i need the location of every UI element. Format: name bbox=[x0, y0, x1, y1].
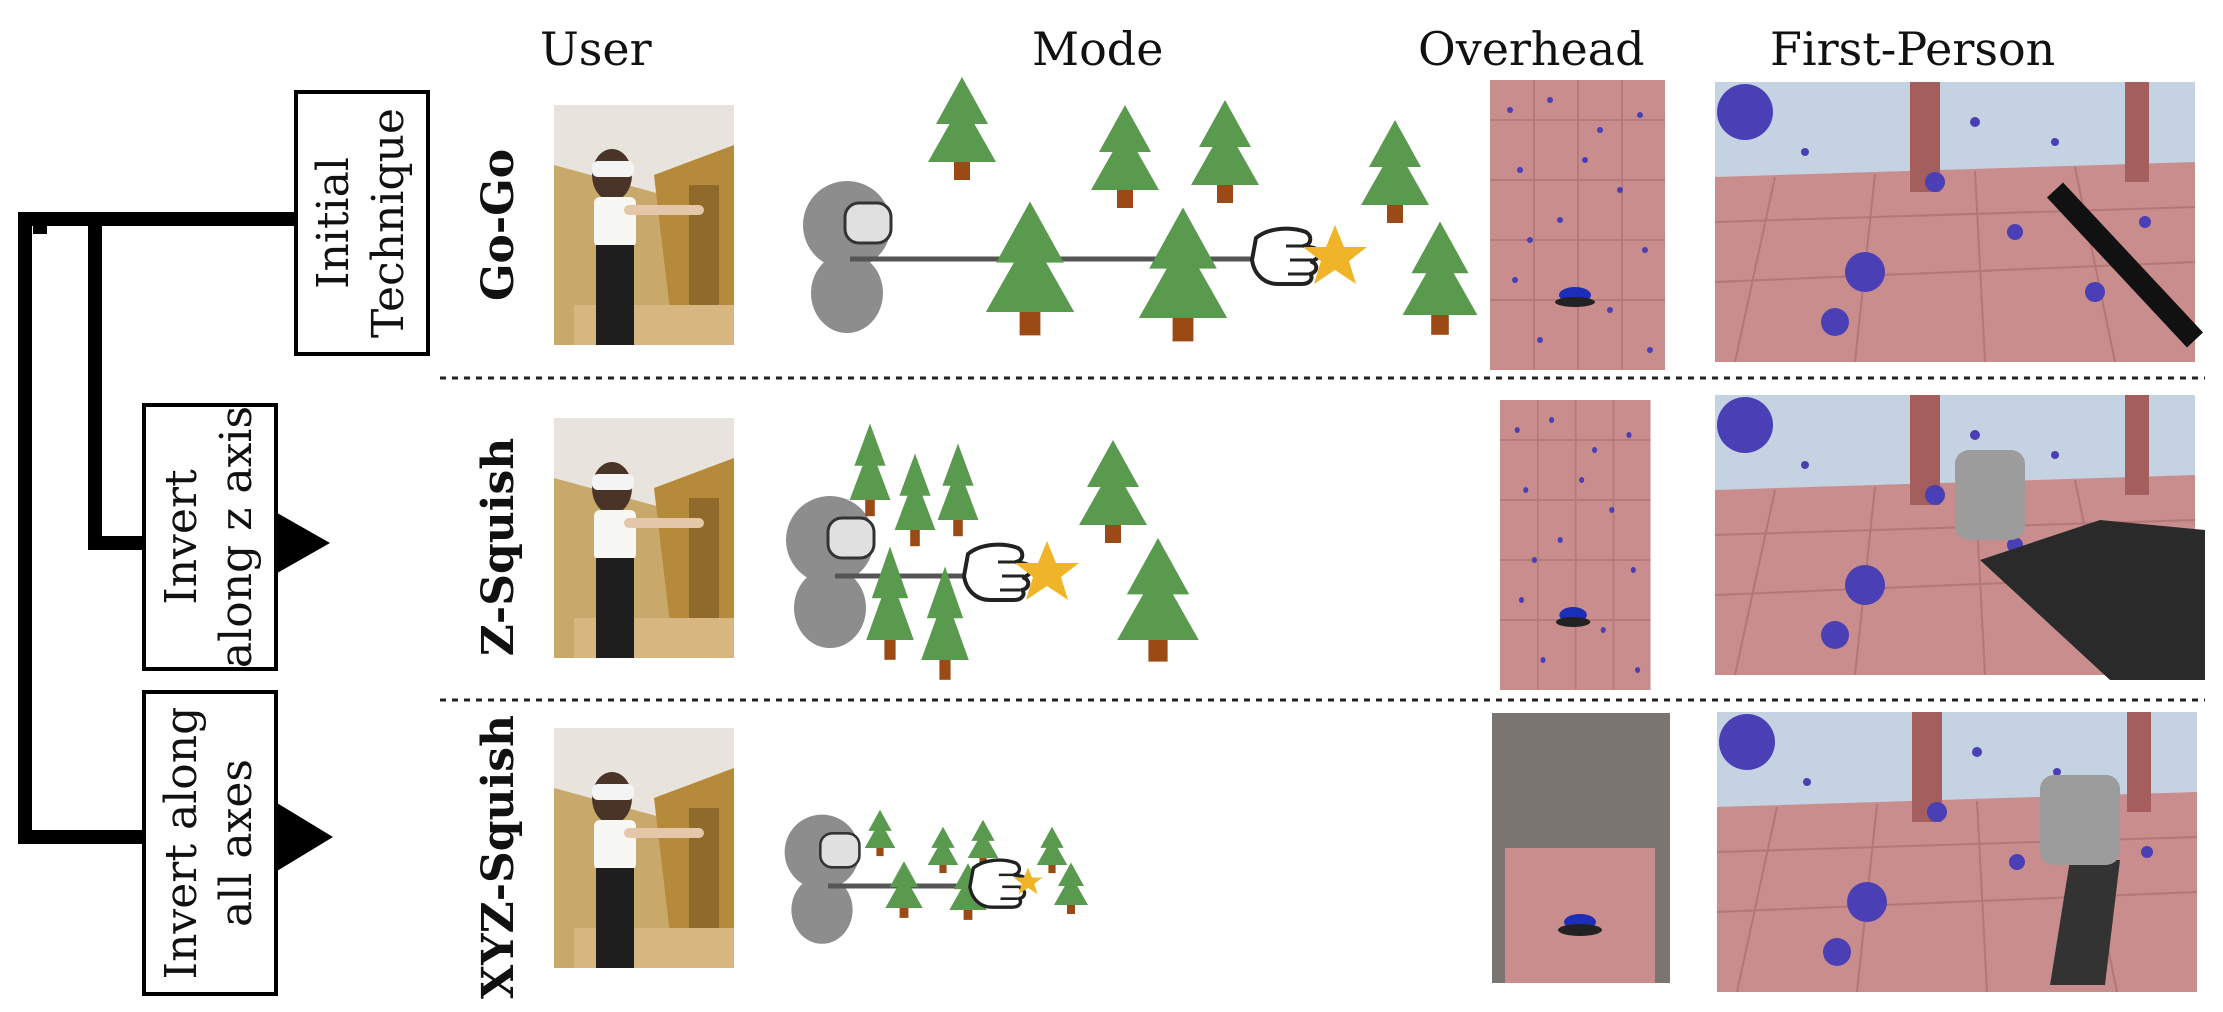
mode-label-xyz-squish: XYZ-Squish bbox=[473, 715, 524, 999]
mode-illustration-go-go bbox=[801, 77, 1478, 342]
mode-label-z-squish: Z-Squish bbox=[473, 438, 524, 656]
invert-z-box bbox=[142, 403, 278, 671]
user-photo-go-go bbox=[554, 105, 734, 345]
invert-all-label-2: all axes bbox=[211, 759, 262, 927]
initial-technique-box bbox=[294, 90, 430, 356]
user-photo-z-squish bbox=[554, 418, 734, 658]
initial-technique-label: Initial bbox=[308, 157, 359, 289]
invert-all-box bbox=[142, 690, 278, 996]
mode-illustration-xyz-squish bbox=[783, 809, 1088, 946]
user-photo-xyz-squish bbox=[554, 728, 734, 968]
header-first-person: First-Person bbox=[1770, 22, 2056, 76]
overhead-view-go-go bbox=[1489, 79, 1666, 371]
arrow-head-z-squish bbox=[272, 510, 330, 576]
initial-technique-label-2: Technique bbox=[363, 108, 414, 338]
mode-illustration-z-squish bbox=[784, 423, 1199, 680]
first-person-view-xyz-squish bbox=[1716, 711, 2198, 993]
overhead-view-xyz-squish bbox=[1492, 713, 1670, 983]
header-user: User bbox=[540, 22, 652, 76]
first-person-view-go-go bbox=[1714, 81, 2196, 363]
header-overhead: Overhead bbox=[1418, 22, 1645, 76]
invert-z-label-2: along z axis bbox=[211, 406, 262, 668]
overhead-view-z-squish bbox=[1499, 399, 1652, 691]
invert-all-label: Invert along bbox=[156, 707, 207, 980]
mode-label-go-go: Go-Go bbox=[473, 149, 524, 301]
invert-z-label: Invert bbox=[156, 469, 207, 605]
header-mode: Mode bbox=[1032, 22, 1164, 76]
arrow-head-xyz-squish bbox=[277, 803, 333, 871]
